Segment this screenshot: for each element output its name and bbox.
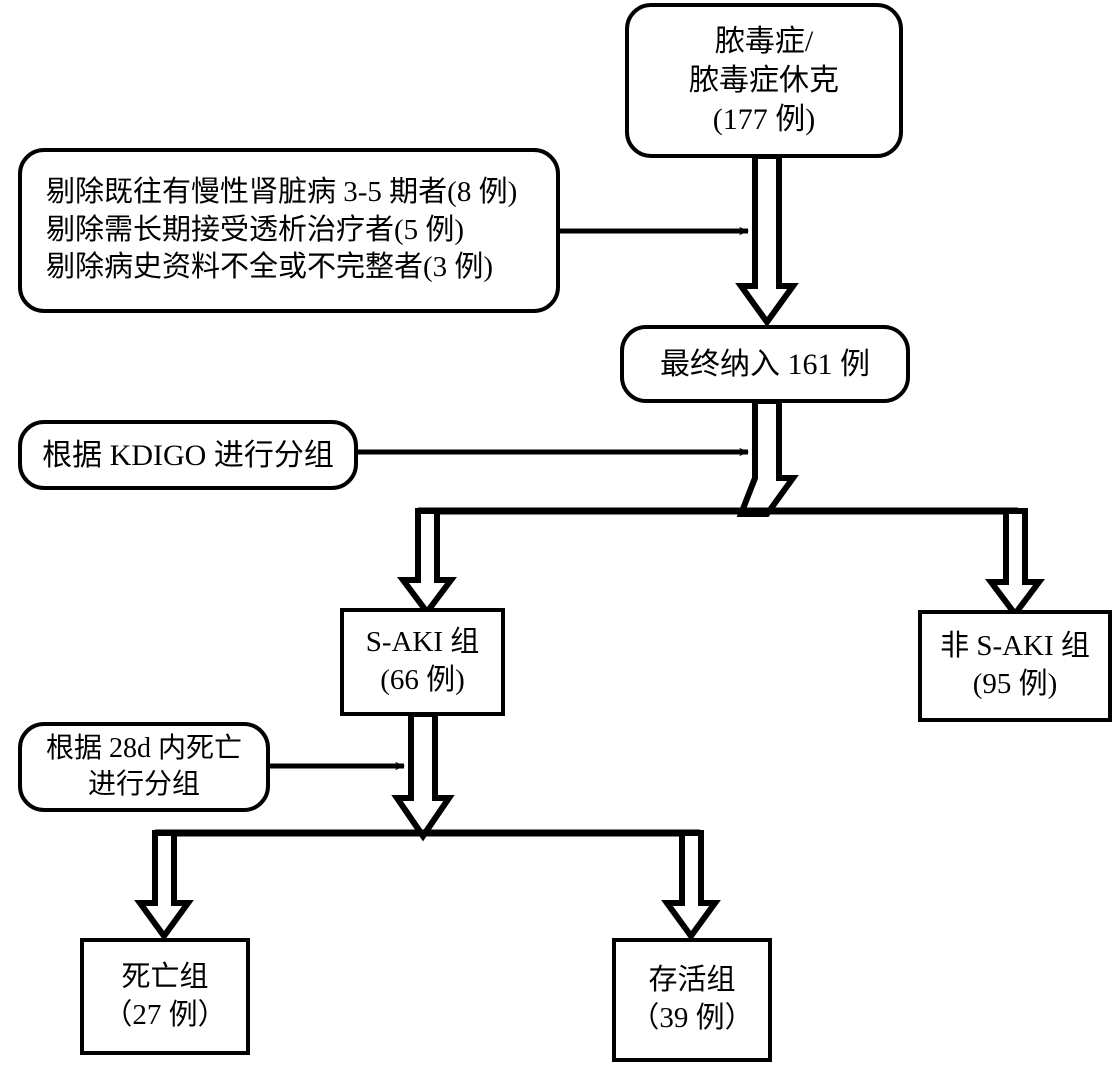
- node-sepsis[interactable]: 脓毒症/ 脓毒症休克 (177 例): [625, 3, 903, 158]
- node-saki-group[interactable]: S-AKI 组 (66 例): [340, 608, 505, 716]
- node-sepsis-line-2: 脓毒症休克: [689, 64, 839, 97]
- node-non-saki-group-line-1: 非 S-AKI 组: [940, 630, 1090, 663]
- node-exclusions-line-3: 剔除病史资料不全或不完整者(3 例): [46, 251, 494, 284]
- node-exclusions-line-1: 剔除既往有慢性肾脏病 3-5 期者(8 例): [46, 175, 518, 208]
- branch-bar-mortality: [134, 829, 721, 942]
- node-survival-group-line-2: （39 例）: [630, 1002, 754, 1034]
- node-exclusions-line-2: 剔除需长期接受透析治疗者(5 例): [46, 213, 465, 246]
- node-mortality-grouping-line-2: 进行分组: [87, 769, 200, 800]
- node-kdigo-grouping[interactable]: 根据 KDIGO 进行分组: [18, 420, 358, 490]
- node-kdigo-grouping-line-1: 根据 KDIGO 进行分组: [42, 438, 334, 472]
- node-mortality-grouping[interactable]: 根据 28d 内死亡 进行分组: [18, 722, 270, 812]
- node-enrolled-line-1: 最终纳入 161 例: [660, 347, 870, 381]
- node-non-saki-group-line-2: (95 例): [972, 668, 1058, 700]
- node-saki-group-line-2: (66 例): [380, 664, 465, 696]
- node-death-group-line-2: （27 例）: [103, 998, 227, 1031]
- node-non-saki-group[interactable]: 非 S-AKI 组 (95 例): [918, 610, 1112, 722]
- node-enrolled[interactable]: 最终纳入 161 例: [620, 325, 910, 403]
- block-arrow-enrolled-to-split: [736, 398, 799, 517]
- branch-bar-kdigo: [397, 507, 1045, 619]
- node-mortality-grouping-line-1: 根据 28d 内死亡: [45, 732, 242, 764]
- node-saki-group-line-1: S-AKI 组: [365, 626, 480, 659]
- block-arrow-sepsis-to-enrolled: [735, 153, 799, 328]
- node-exclusions[interactable]: 剔除既往有慢性肾脏病 3-5 期者(8 例) 剔除需长期接受透析治疗者(5 例)…: [18, 148, 560, 313]
- node-sepsis-line-1: 脓毒症/: [714, 25, 814, 58]
- node-death-group[interactable]: 死亡组 （27 例）: [80, 938, 250, 1055]
- block-arrow-saki-to-split2: [391, 711, 455, 842]
- node-survival-group-line-1: 存活组: [648, 964, 736, 997]
- node-survival-group[interactable]: 存活组 （39 例）: [612, 938, 772, 1062]
- node-sepsis-line-3: (177 例): [712, 103, 816, 136]
- node-death-group-line-1: 死亡组: [121, 960, 209, 993]
